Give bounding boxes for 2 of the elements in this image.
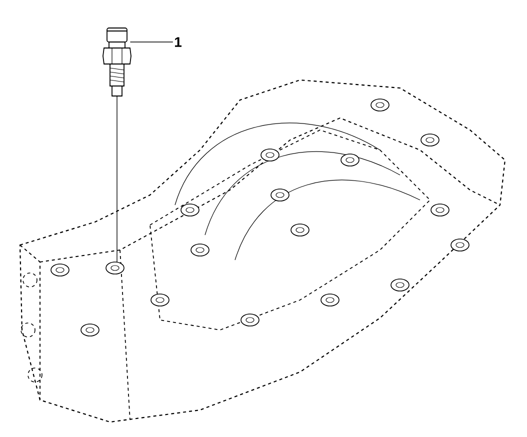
sensor-drawing <box>102 28 132 96</box>
callout-number: 1 <box>175 37 182 47</box>
